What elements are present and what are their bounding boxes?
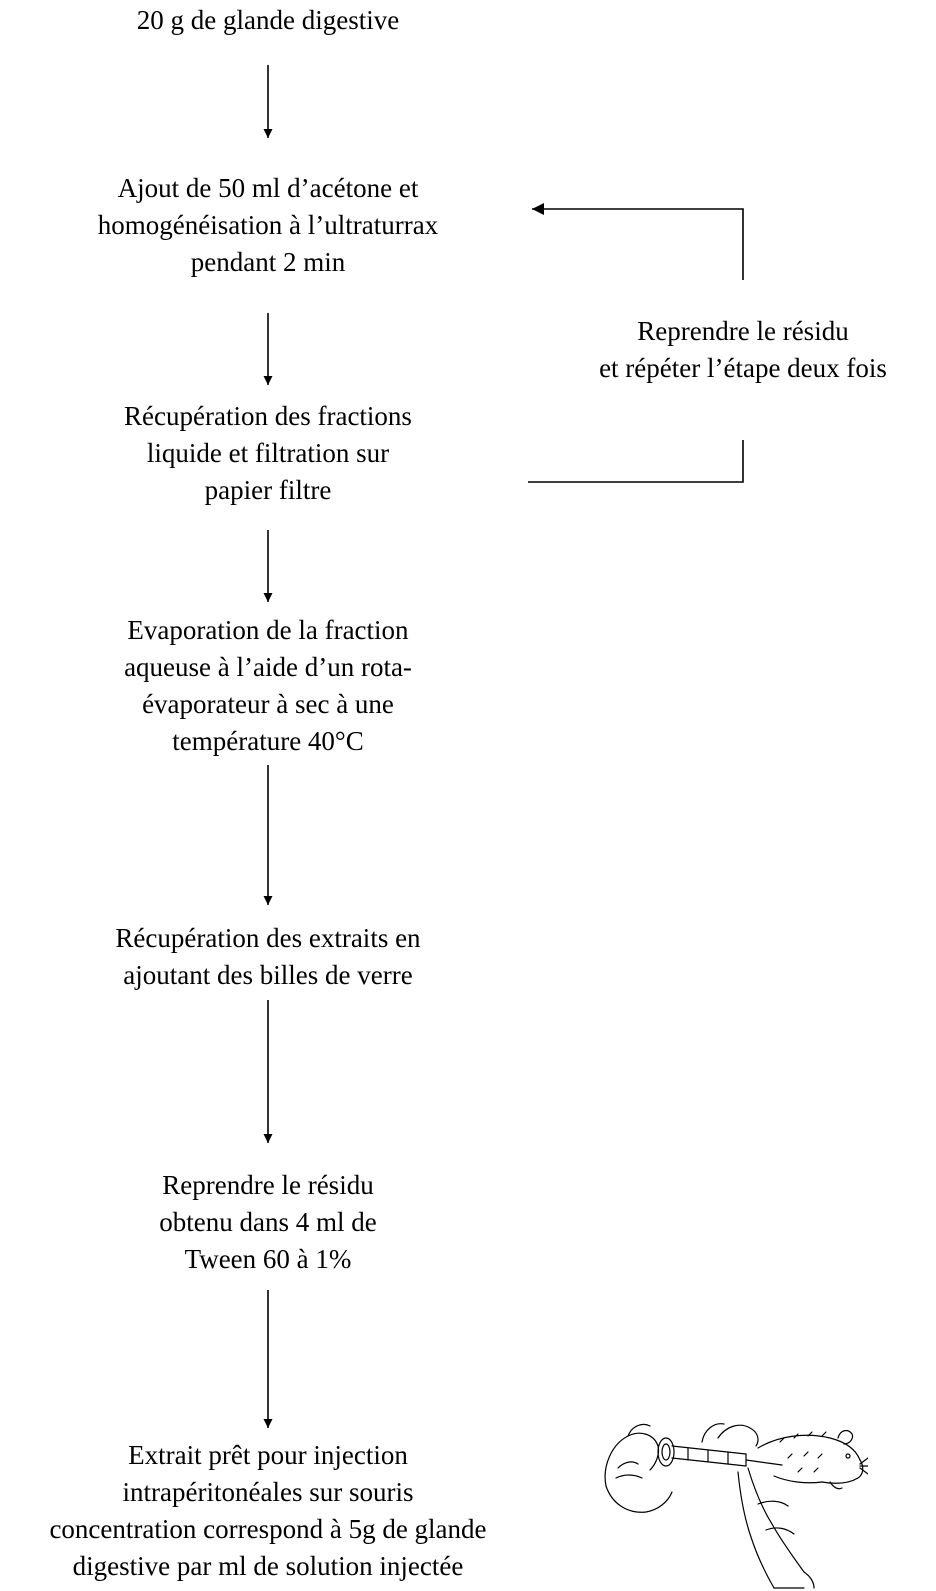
step-5-line: Récupération des extraits en — [115, 923, 421, 953]
step-1: 20 g de glande digestive — [68, 2, 468, 39]
step-7-line: concentration correspond à 5g de glande — [49, 1514, 487, 1544]
step-3: Récupération des fractions liquide et fi… — [68, 398, 468, 509]
step-4-line: Evaporation de la fraction — [127, 615, 409, 645]
step-3-line: papier filtre — [204, 475, 332, 505]
step-5-line: ajoutant des billes de verre — [123, 960, 413, 990]
step-7-line: Extrait prêt pour injection — [128, 1440, 408, 1470]
step-2-line: homogénéisation à l’ultraturrax — [97, 210, 439, 240]
step-4-line: aqueuse à l’aide d’un rota- — [124, 652, 412, 682]
mouse-injection-icon — [604, 1423, 868, 1589]
loop-note-line: Reprendre le résidu — [637, 316, 849, 346]
step-7-line: digestive par ml de solution injectée — [72, 1551, 464, 1581]
loop-note-line: et répéter l’étape deux fois — [599, 353, 887, 383]
step-3-line: liquide et filtration sur — [146, 438, 390, 468]
step-4: Evaporation de la fraction aqueuse à l’a… — [68, 612, 468, 760]
step-7: Extrait prêt pour injection intrapériton… — [0, 1437, 536, 1585]
step-1-line: 20 g de glande digestive — [136, 5, 400, 35]
step-6-line: Tween 60 à 1% — [184, 1244, 352, 1274]
step-3-line: Récupération des fractions — [124, 401, 412, 431]
step-2: Ajout de 50 ml d’acétone et homogénéisat… — [48, 170, 488, 281]
loop-note: Reprendre le résidu et répéter l’étape d… — [563, 313, 923, 387]
step-6-line: Reprendre le résidu — [162, 1170, 374, 1200]
step-4-line: évaporateur à sec à une — [142, 689, 394, 719]
step-2-line: pendant 2 min — [190, 247, 346, 277]
step-2-line: Ajout de 50 ml d’acétone et — [117, 173, 419, 203]
step-6: Reprendre le résidu obtenu dans 4 ml de … — [68, 1167, 468, 1278]
step-5: Récupération des extraits en ajoutant de… — [48, 920, 488, 994]
step-7-line: intrapéritonéales sur souris — [122, 1477, 414, 1507]
step-4-line: température 40°C — [172, 726, 364, 756]
step-6-line: obtenu dans 4 ml de — [159, 1207, 377, 1237]
